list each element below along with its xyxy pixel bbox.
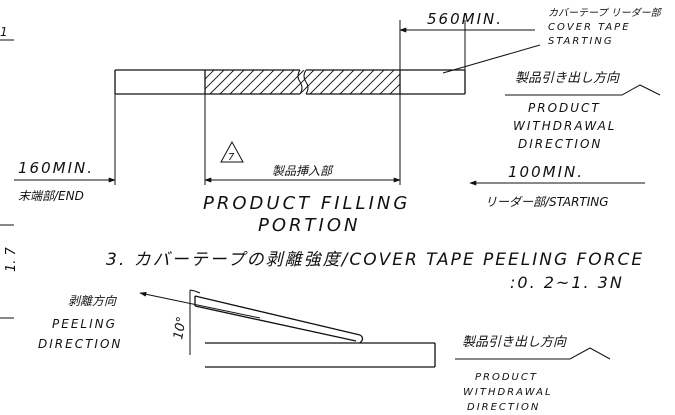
hatch-line — [359, 70, 385, 94]
peel-jp: 剥離方向 — [68, 294, 117, 308]
withdrawal-top-arrow — [505, 84, 661, 96]
hatch-line — [219, 70, 245, 94]
withdrawal-bottom-arrow — [455, 347, 611, 360]
hatch-line — [349, 70, 375, 94]
dim-filling: 7 製品挿入部 — [204, 140, 401, 183]
cover-tape-en1: COVER TAPE — [548, 22, 631, 33]
hatch-line — [229, 70, 255, 94]
angle-label: 10° — [171, 315, 190, 340]
cover-tape-jp: カバーテープ リーダー部 — [548, 7, 663, 19]
hatch-line — [180, 70, 204, 94]
starting-label: リーダー部/STARTING — [485, 195, 609, 209]
withdrawal-top-en3: DIRECTION — [518, 137, 602, 151]
dim-100: 100MIN. — [469, 163, 645, 186]
hatch-line — [269, 70, 295, 94]
dim-side-label: 1. 7 — [4, 246, 19, 272]
hatch-line — [379, 73, 400, 94]
peel-en2: DIRECTION — [38, 337, 122, 351]
withdrawal-top-en2: WITHDRAWAL — [513, 119, 617, 133]
hatch-line — [410, 70, 434, 94]
withdrawal-bottom-en1: PRODUCT — [475, 372, 538, 383]
hatch-line — [299, 70, 325, 94]
hatch-line — [420, 70, 444, 94]
section3-heading: 3. カバーテープの剥離強度/COVER TAPE PEELING FORCE — [106, 250, 644, 270]
hatch-line — [339, 70, 365, 94]
hatch-line — [389, 83, 400, 94]
dim-160: 160MIN. — [14, 159, 116, 183]
peel-en1: PEELING — [52, 317, 117, 331]
dim-560: 560MIN. — [399, 10, 535, 70]
dim-side: 1. 7 — [0, 224, 19, 319]
hatch-line — [249, 70, 275, 94]
withdrawal-top-en1: PRODUCT — [528, 101, 601, 115]
filling-hatch — [180, 70, 444, 94]
dim-100-label: 100MIN. — [508, 163, 584, 181]
section3-force: :0. 2~1. 3N — [510, 273, 624, 292]
hatch-line — [209, 70, 235, 94]
dim-560-label: 560MIN. — [427, 10, 503, 28]
peel-diagram: 10° — [139, 289, 436, 368]
warning-number: 7 — [228, 152, 235, 163]
hatch-line — [289, 70, 315, 94]
hatch-line — [239, 70, 265, 94]
hatch-line — [319, 70, 345, 94]
hatch-line — [329, 70, 355, 94]
hatch-line — [205, 70, 225, 90]
filling-jp: 製品挿入部 — [272, 164, 334, 178]
dim-160-label: 160MIN. — [18, 159, 94, 177]
hatch-line — [259, 70, 285, 94]
section-ref: 1 — [0, 25, 8, 39]
tape-strip — [114, 69, 466, 95]
filling-en2: PORTION — [258, 215, 360, 236]
cover-tape-leader — [442, 44, 541, 74]
cover-tape-en2: STARTING — [548, 36, 614, 47]
end-label: 末端部/END — [18, 189, 84, 203]
hatch-line — [369, 70, 395, 94]
hatch-line — [399, 93, 400, 94]
withdrawal-top-jp: 製品引き出し方向 — [515, 71, 620, 86]
withdrawal-bottom-jp: 製品引き出し方向 — [462, 335, 567, 350]
withdrawal-bottom-en2: WITHDRAWAL — [463, 387, 553, 398]
warning-triangle-icon — [220, 140, 244, 163]
withdrawal-bottom-en3: DIRECTION — [467, 402, 540, 413]
filling-en1: PRODUCT FILLING — [203, 193, 410, 214]
hatch-line — [205, 70, 215, 80]
hatch-line — [279, 70, 305, 94]
hatch-line — [309, 70, 335, 94]
